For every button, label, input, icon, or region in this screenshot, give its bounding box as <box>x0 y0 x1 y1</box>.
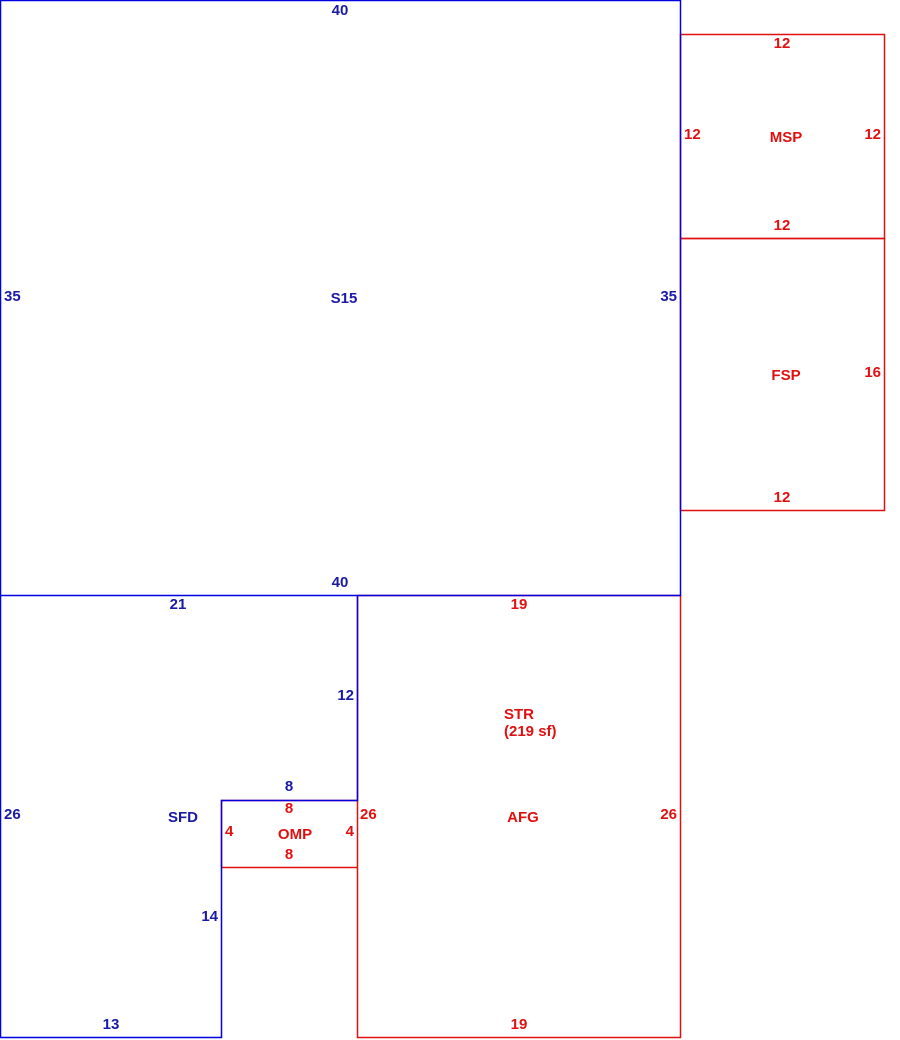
afg-dim-top: 19 <box>511 596 528 613</box>
msp-code: MSP <box>770 129 803 146</box>
afg-dim-bottom: 19 <box>511 1016 528 1033</box>
sfd-dim-notch-top: 8 <box>285 778 293 795</box>
fsp-code: FSP <box>771 367 800 384</box>
msp-dim-bottom: 12 <box>774 217 791 234</box>
omp-dim-bottom: 8 <box>285 846 293 863</box>
sfd-dim-inner-right: 12 <box>337 687 354 704</box>
fsp-dim-right: 16 <box>864 364 881 381</box>
afg-labels: 19 STR (219 sf) 26 AFG 26 19 <box>360 596 677 1033</box>
s15-dim-bottom: 40 <box>332 574 349 591</box>
sfd-outline <box>0 595 359 1039</box>
sfd-labels: 21 12 8 26 SFD 14 13 <box>4 596 354 1033</box>
s15-dim-left: 35 <box>4 288 21 305</box>
afg-dim-left: 26 <box>360 806 377 823</box>
sfd-dim-notch-side: 14 <box>201 908 218 925</box>
omp-dim-right: 4 <box>346 823 355 840</box>
s15-dim-top: 40 <box>332 2 349 19</box>
omp-labels: 8 4 OMP 4 8 <box>225 800 355 863</box>
str-area: (219 sf) <box>504 723 557 740</box>
msp-dim-top: 12 <box>774 35 791 52</box>
sfd-dim-top: 21 <box>170 596 187 613</box>
sfd-dim-bottom: 13 <box>103 1016 120 1033</box>
omp-dim-left: 4 <box>225 823 234 840</box>
s15-labels: 40 35 S15 35 40 <box>4 2 677 591</box>
msp-dim-right: 12 <box>864 126 881 143</box>
s15-code: S15 <box>331 290 358 307</box>
fsp-labels: FSP 16 12 <box>771 364 881 506</box>
fsp-dim-bottom: 12 <box>774 489 791 506</box>
main-outlines <box>0 0 682 1039</box>
addition-outlines <box>220 33 886 1039</box>
afg-code: AFG <box>507 809 539 826</box>
s15-outline <box>0 0 682 597</box>
msp-labels: 12 12 MSP 12 12 <box>684 35 881 234</box>
s15-dim-right: 35 <box>660 288 677 305</box>
str-code: STR <box>504 706 534 723</box>
afg-dim-right: 26 <box>660 806 677 823</box>
sfd-dim-left: 26 <box>4 806 21 823</box>
omp-code: OMP <box>278 826 312 843</box>
omp-dim-top: 8 <box>285 800 293 817</box>
msp-dim-left: 12 <box>684 126 701 143</box>
sfd-code: SFD <box>168 809 198 826</box>
